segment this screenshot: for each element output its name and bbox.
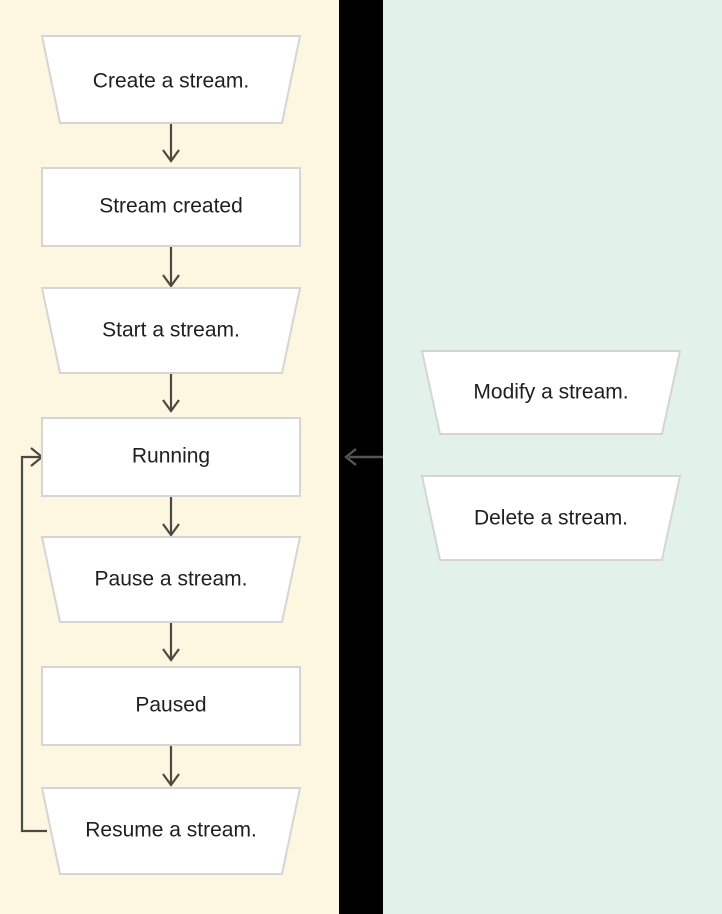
paused-shape bbox=[41, 666, 301, 746]
stream-created-shape bbox=[41, 167, 301, 247]
edge-paused-to-resume bbox=[162, 746, 180, 787]
edge-right-lane-to-running bbox=[344, 448, 383, 466]
node-pause-stream[interactable]: Pause a stream. bbox=[40, 536, 302, 623]
edge-start-to-running bbox=[162, 373, 180, 413]
modify-stream-shape bbox=[420, 350, 682, 435]
running-label: Running bbox=[132, 445, 210, 468]
start-stream-label: Start a stream. bbox=[102, 319, 240, 342]
resume-stream-shape bbox=[40, 787, 302, 875]
create-stream-shape bbox=[40, 35, 302, 124]
paused-label: Paused bbox=[135, 694, 206, 717]
modify-stream-label: Modify a stream. bbox=[473, 381, 628, 404]
node-paused[interactable]: Paused bbox=[41, 666, 301, 746]
node-running[interactable]: Running bbox=[41, 417, 301, 497]
node-create-stream[interactable]: Create a stream. bbox=[40, 35, 302, 124]
delete-stream-shape bbox=[420, 475, 682, 561]
create-stream-label: Create a stream. bbox=[93, 70, 249, 93]
stream-created-label: Stream created bbox=[99, 195, 243, 218]
resume-stream-label: Resume a stream. bbox=[85, 819, 257, 842]
edge-pause-to-paused bbox=[162, 622, 180, 662]
edge-create-to-created bbox=[162, 123, 180, 163]
node-delete-stream[interactable]: Delete a stream. bbox=[420, 475, 682, 561]
edge-running-to-pause bbox=[162, 497, 180, 537]
node-modify-stream[interactable]: Modify a stream. bbox=[420, 350, 682, 435]
node-start-stream[interactable]: Start a stream. bbox=[40, 287, 302, 374]
pause-stream-shape bbox=[40, 536, 302, 623]
right-lane-background bbox=[383, 0, 722, 914]
start-stream-shape bbox=[40, 287, 302, 374]
edge-created-to-start bbox=[162, 247, 180, 288]
pause-stream-label: Pause a stream. bbox=[95, 568, 248, 591]
node-resume-stream[interactable]: Resume a stream. bbox=[40, 787, 302, 875]
running-shape bbox=[41, 417, 301, 497]
node-stream-created[interactable]: Stream created bbox=[41, 167, 301, 247]
delete-stream-label: Delete a stream. bbox=[474, 507, 628, 530]
